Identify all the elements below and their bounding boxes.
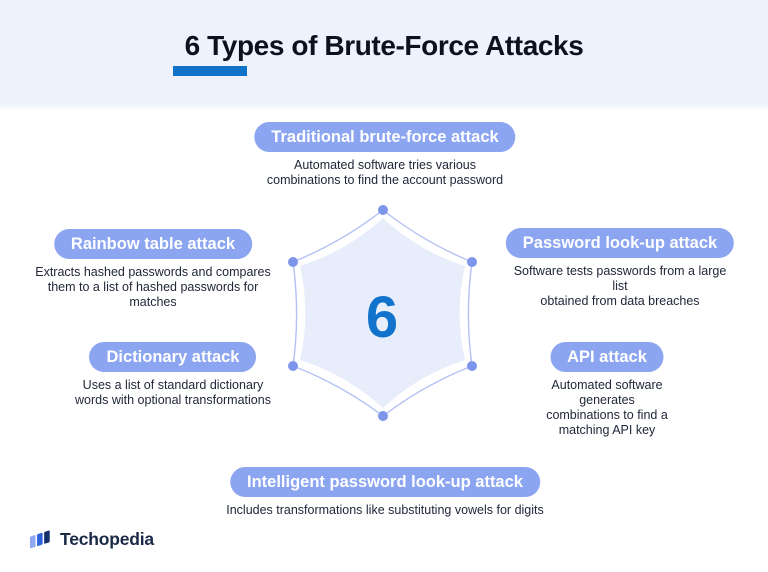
hexagon-dot-lower-left xyxy=(288,361,298,371)
attack-pill-traditional: Traditional brute-force attack xyxy=(254,122,516,152)
attack-node-rainbow-table: Rainbow table attack Extracts hashed pas… xyxy=(35,229,271,310)
brand-name: Techopedia xyxy=(60,529,154,549)
attack-pill-intelligent-password-lookup: Intelligent password look-up attack xyxy=(230,467,540,497)
attack-description-api: Automated software generates combination… xyxy=(546,378,668,437)
techopedia-logo-icon xyxy=(29,530,50,549)
hexagon-dot-lower-right xyxy=(467,361,477,371)
hexagon-fill-shape xyxy=(300,218,465,408)
center-number: 6 xyxy=(365,284,399,350)
attack-node-intelligent-password-lookup: Intelligent password look-up attack Incl… xyxy=(226,467,544,518)
attack-node-password-lookup: Password look-up attack Software tests p… xyxy=(505,228,735,309)
attack-node-dictionary: Dictionary attack Uses a list of standar… xyxy=(75,342,271,408)
hexagon-dot-bottom xyxy=(378,411,388,421)
attack-description-intelligent-password-lookup: Includes transformations like substituti… xyxy=(226,503,544,517)
attack-description-rainbow-table: Extracts hashed passwords and compares t… xyxy=(35,265,271,309)
hexagon-graphic xyxy=(288,205,477,421)
attack-description-password-lookup: Software tests passwords from a large li… xyxy=(513,264,727,308)
header-band xyxy=(0,0,768,110)
hexagon-dot-upper-left xyxy=(288,257,298,267)
attack-pill-rainbow-table: Rainbow table attack xyxy=(53,229,253,259)
hexagon-dot-top xyxy=(378,205,388,215)
attack-pill-api: API attack xyxy=(550,342,664,372)
page-title: 6 Types of Brute-Force Attacks xyxy=(184,30,584,61)
attack-pill-dictionary: Dictionary attack xyxy=(89,342,257,372)
attack-node-traditional: Traditional brute-force attack Automated… xyxy=(254,122,516,188)
attack-pill-password-lookup: Password look-up attack xyxy=(505,228,735,258)
attack-description-dictionary: Uses a list of standard dictionary words… xyxy=(75,378,271,407)
hexagon-dot-upper-right xyxy=(467,257,477,267)
title-underline xyxy=(173,66,247,76)
attack-description-traditional: Automated software tries various combina… xyxy=(266,158,504,187)
attack-node-api: API attack Automated software generates … xyxy=(527,342,688,438)
brand-footer: Techopedia xyxy=(29,528,154,551)
